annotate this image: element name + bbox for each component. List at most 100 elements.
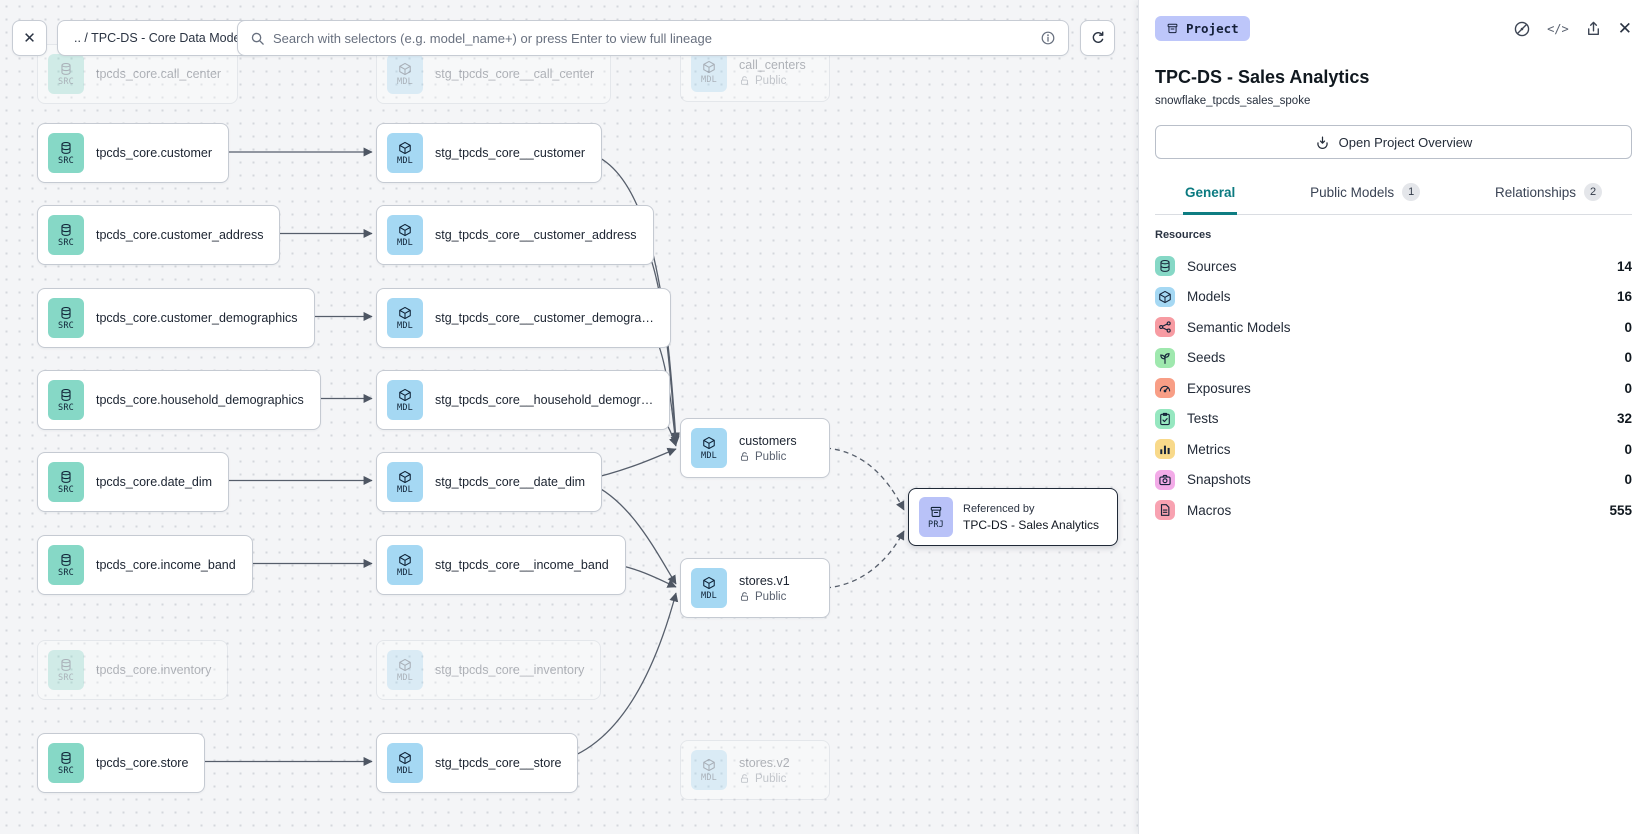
cube-icon <box>702 758 716 772</box>
model-badge: MDL <box>387 650 423 690</box>
search-input[interactable] <box>273 30 1032 46</box>
panel-tabs: General Public Models 1 Relationships 2 <box>1155 173 1632 215</box>
sprout-icon <box>1155 347 1175 368</box>
source-badge: SRC <box>48 545 84 585</box>
cube-icon <box>398 62 412 76</box>
refresh-button[interactable] <box>1080 20 1115 56</box>
graph-node-source[interactable]: SRC tpcds_core.customer_address <box>37 205 281 265</box>
graph-node-source[interactable]: SRC tpcds_core.inventory <box>37 640 229 700</box>
resource-row-seeds[interactable]: Seeds 0 <box>1155 343 1632 374</box>
model-badge: MDL <box>387 380 423 420</box>
archive-box-icon <box>1166 22 1179 35</box>
graph-node-model[interactable]: MDL stg_tpcds_core__date_dim <box>376 452 603 512</box>
model-badge: MDL <box>387 215 423 255</box>
share-button[interactable] <box>1585 20 1602 37</box>
source-badge: SRC <box>48 133 84 173</box>
graph-node-model[interactable]: MDL stg_tpcds_core__income_band <box>376 535 626 595</box>
model-badge: MDL <box>387 133 423 173</box>
graph-node-model[interactable]: MDL stg_tpcds_core__household_demogr… <box>376 370 671 430</box>
cube-icon <box>702 60 716 74</box>
cube-icon <box>702 576 716 590</box>
tab-count-badge: 1 <box>1402 183 1421 201</box>
tab-relationships[interactable]: Relationships 2 <box>1493 173 1604 215</box>
graph-node-public-model[interactable]: MDL stores.v2 Public <box>680 740 830 800</box>
cube-icon <box>398 388 412 402</box>
resources-header: Resources <box>1155 229 1212 241</box>
resource-row-snapshots[interactable]: Snapshots 0 <box>1155 465 1632 496</box>
model-badge: MDL <box>387 545 423 585</box>
tab-public-models[interactable]: Public Models 1 <box>1308 173 1422 215</box>
cube-icon <box>398 553 412 567</box>
graph-node-model[interactable]: MDL stg_tpcds_core__inventory <box>376 640 602 700</box>
graph-node-model[interactable]: MDL stg_tpcds_core__customer_address <box>376 205 654 265</box>
graph-node-source[interactable]: SRC tpcds_core.customer_demographics <box>37 288 315 348</box>
camera-icon <box>1155 469 1175 490</box>
graph-node-source[interactable]: SRC tpcds_core.store <box>37 733 206 793</box>
code-icon: </> <box>1547 21 1569 36</box>
panel-close-button[interactable]: ✕ <box>1618 19 1632 39</box>
explore-lineage-button[interactable] <box>1513 20 1531 38</box>
clipboard-check-icon <box>1155 408 1175 429</box>
open-project-overview-button[interactable]: Open Project Overview <box>1155 125 1632 159</box>
resource-row-exposures[interactable]: Exposures 0 <box>1155 373 1632 404</box>
graph-node-project[interactable]: PRJ Referenced by TPC-DS - Sales Analyti… <box>908 488 1118 546</box>
cube-icon <box>702 436 716 450</box>
database-icon <box>59 751 73 765</box>
source-badge: SRC <box>48 54 84 94</box>
graph-node-public-model[interactable]: MDL customers Public <box>680 418 830 478</box>
database-icon <box>1155 256 1175 277</box>
source-badge: SRC <box>48 743 84 783</box>
view-code-button[interactable]: </> <box>1547 22 1569 36</box>
resource-row-models[interactable]: Models 16 <box>1155 282 1632 313</box>
graph-node-public-model[interactable]: MDL stores.v1 Public <box>680 558 830 618</box>
project-details-panel: Project </> ✕ TPC-DS - Sales Analytics s… <box>1138 0 1648 834</box>
cube-icon <box>398 141 412 155</box>
resource-row-semantic-models[interactable]: Semantic Models 0 <box>1155 312 1632 343</box>
model-badge: MDL <box>387 462 423 502</box>
model-badge: MDL <box>691 750 727 790</box>
source-badge: SRC <box>48 380 84 420</box>
compass-icon <box>1514 21 1530 36</box>
page-title: TPC-DS - Sales Analytics <box>1155 67 1370 87</box>
resource-row-sources[interactable]: Sources 14 <box>1155 251 1632 282</box>
model-badge: MDL <box>691 52 727 92</box>
gauge-icon <box>1155 378 1175 399</box>
model-badge: MDL <box>387 743 423 783</box>
graph-node-source[interactable]: SRC tpcds_core.income_band <box>37 535 253 595</box>
graph-node-model[interactable]: MDL stg_tpcds_core__customer <box>376 123 603 183</box>
resource-row-macros[interactable]: Macros 555 <box>1155 495 1632 526</box>
project-badge: PRJ <box>919 497 953 537</box>
breadcrumb[interactable]: .. / TPC-DS - Core Data Models <box>57 20 267 56</box>
cube-icon <box>1155 286 1175 307</box>
share-icon <box>1587 21 1599 36</box>
model-badge: MDL <box>387 298 423 338</box>
resource-row-tests[interactable]: Tests 32 <box>1155 404 1632 435</box>
database-icon <box>59 223 73 237</box>
database-icon <box>59 470 73 484</box>
graph-node-model[interactable]: MDL stg_tpcds_core__customer_demogra… <box>376 288 671 348</box>
graph-nodes-icon <box>1155 317 1175 338</box>
info-icon[interactable] <box>1040 30 1056 46</box>
graph-node-source[interactable]: SRC tpcds_core.household_demographics <box>37 370 321 430</box>
database-icon <box>59 141 73 155</box>
database-icon <box>59 306 73 320</box>
refresh-icon <box>1092 31 1103 43</box>
lock-open-icon <box>739 75 750 86</box>
project-schema-subtitle: snowflake_tpcds_sales_spoke <box>1155 95 1311 107</box>
lineage-canvas[interactable]: ✕ .. / TPC-DS - Core Data Models <box>0 0 1138 834</box>
database-icon <box>59 62 73 76</box>
cube-icon <box>398 470 412 484</box>
lineage-close-button[interactable]: ✕ <box>12 20 47 56</box>
resources-list: Sources 14 Models 16 Semantic Models 0 S… <box>1155 251 1632 526</box>
database-icon <box>59 553 73 567</box>
resource-row-metrics[interactable]: Metrics 0 <box>1155 434 1632 465</box>
source-badge: SRC <box>48 298 84 338</box>
close-icon: ✕ <box>1617 18 1632 38</box>
project-chip[interactable]: Project <box>1155 16 1250 41</box>
tab-general[interactable]: General <box>1183 173 1238 215</box>
graph-node-model[interactable]: MDL stg_tpcds_core__store <box>376 733 579 793</box>
graph-node-source[interactable]: SRC tpcds_core.customer <box>37 123 230 183</box>
model-badge: MDL <box>387 54 423 94</box>
model-badge: MDL <box>691 568 727 608</box>
graph-node-source[interactable]: SRC tpcds_core.date_dim <box>37 452 230 512</box>
